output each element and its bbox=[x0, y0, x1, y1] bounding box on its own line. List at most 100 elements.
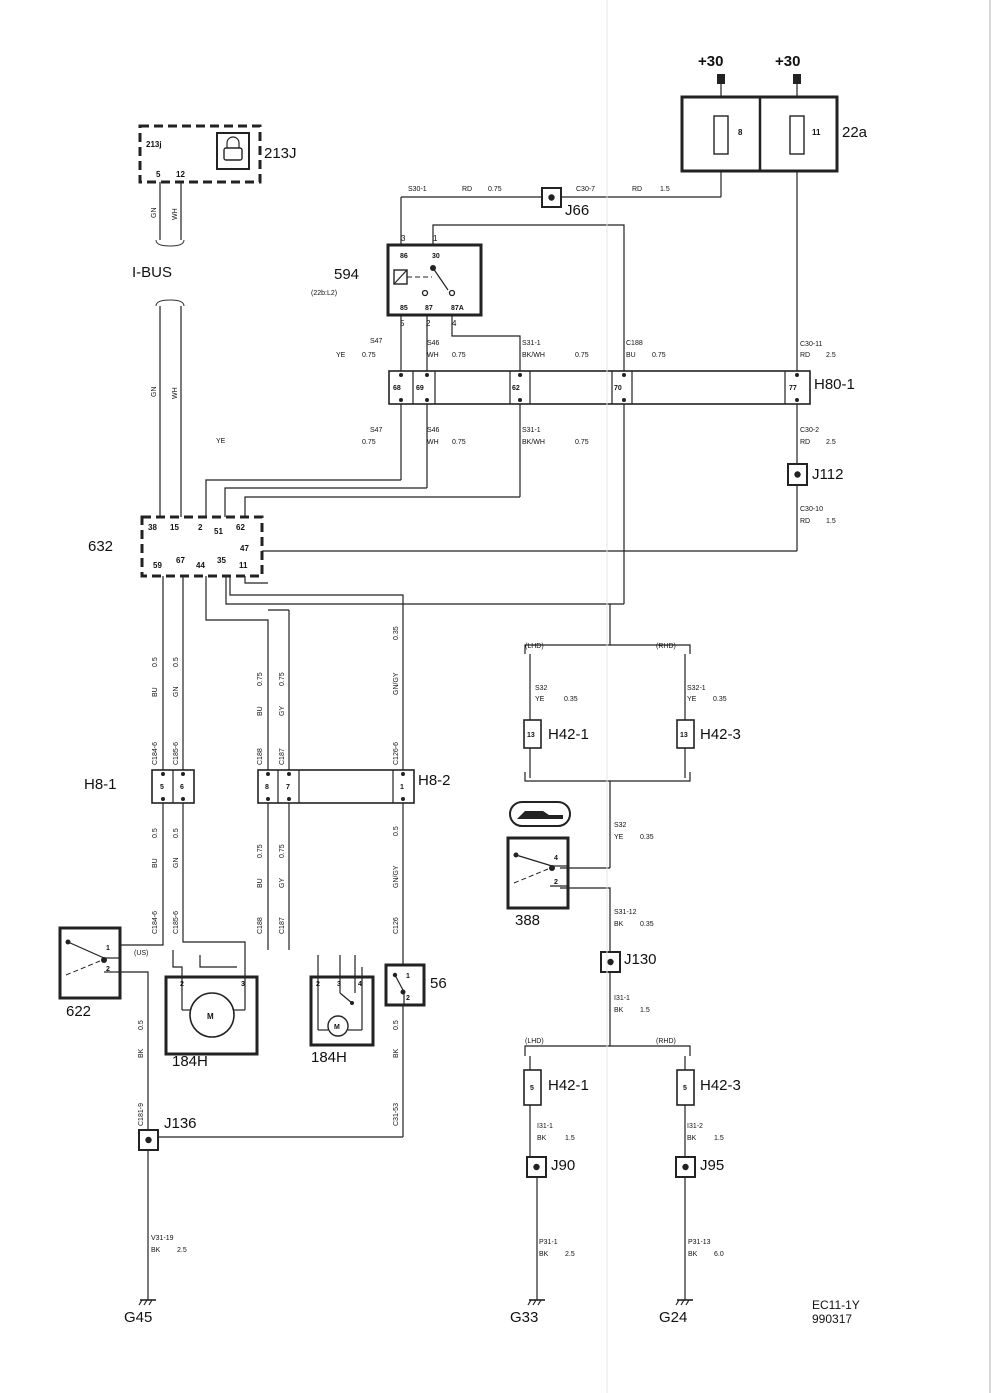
splice-j90: J90 P31-1 BK 2.5 bbox=[526, 1156, 575, 1258]
wire-id: I31-1 bbox=[537, 1123, 553, 1130]
wire-id: S47 bbox=[370, 427, 383, 434]
wire-id: S32 bbox=[614, 822, 627, 829]
wire-size: 0.5 bbox=[393, 1020, 400, 1030]
connector-h8-1-id: H8-1 bbox=[84, 776, 117, 793]
module-632-pin: 59 bbox=[153, 561, 162, 570]
ground-g24-id: G24 bbox=[659, 1309, 687, 1326]
switch-388-id: 388 bbox=[515, 912, 540, 929]
wire-color-wh: WH bbox=[172, 208, 179, 220]
splice-j66: J66 S30-1 RD 0.75 C30-7 RD 1.5 bbox=[408, 186, 670, 219]
wire-color: RD bbox=[800, 439, 810, 446]
h42-3-top: S32-1 YE 0.35 13 H42-3 bbox=[676, 685, 741, 749]
relay-terminal-87: 87 bbox=[425, 305, 433, 312]
wire-size: 0.35 bbox=[713, 696, 727, 703]
module-632-pin: 38 bbox=[148, 523, 157, 532]
splice-j95: J95 P31-13 BK 6.0 bbox=[675, 1156, 724, 1258]
wire-labels-bottom-left: 0.5 BK C181-9 0.5 BK C31-53 V31-19 BK 2.… bbox=[138, 1020, 400, 1254]
wire-id: I31-2 bbox=[687, 1123, 703, 1130]
connector-h8-2-id: H8-2 bbox=[418, 772, 451, 789]
wire-color: WH bbox=[427, 352, 439, 359]
wire-labels-top: S47 YE 0.75 S46 WH 0.75 S31-1 BK/WH 0.75… bbox=[336, 338, 836, 359]
module-213j: 213j 213J 5 12 GN WH bbox=[138, 124, 297, 220]
wire-id: C30-7 bbox=[576, 186, 595, 193]
wire-size: 1.5 bbox=[640, 1007, 650, 1014]
wire-color: GN/GY bbox=[393, 672, 400, 695]
h42-3-id: H42-3 bbox=[700, 726, 741, 743]
wire-color: GN bbox=[173, 687, 180, 698]
wire-size: 0.75 bbox=[488, 186, 502, 193]
switch-622: 1 2 (US) 622 bbox=[58, 926, 149, 1020]
wire-labels-632-down: BU 0.5 C184-6 GN 0.5 C185-6 BU 0.75 C188… bbox=[152, 626, 400, 765]
wire-color: GY bbox=[279, 706, 286, 716]
wire-id: C30-10 bbox=[800, 506, 823, 513]
wire-size: 0.75 bbox=[362, 439, 376, 446]
relay-pin-5: 5 bbox=[400, 319, 405, 328]
wire-size: 0.75 bbox=[279, 844, 286, 858]
splice-j130: J130 bbox=[600, 951, 657, 973]
module-632: 38 15 2 51 62 47 59 67 44 35 11 632 bbox=[88, 515, 264, 578]
motor-b-pin-2: 2 bbox=[316, 981, 320, 988]
wire-id: C187 bbox=[279, 917, 286, 934]
wire-color: BU bbox=[152, 687, 159, 697]
wire-color: BU bbox=[257, 878, 264, 888]
wire-labels-mid: S47 0.75 S46 WH 0.75 S31-1 BK/WH 0.75 C3… bbox=[216, 427, 836, 525]
wire-id: C185-6 bbox=[173, 911, 180, 934]
module-213j-id: 213J bbox=[264, 145, 297, 162]
wire-size: 0.35 bbox=[640, 921, 654, 928]
wire-size: 1.5 bbox=[826, 518, 836, 525]
wire-id: S46 bbox=[427, 340, 440, 347]
h80-pin: 69 bbox=[416, 385, 424, 392]
relay-terminal-85: 85 bbox=[400, 305, 408, 312]
switch-388: 4 2 388 bbox=[506, 801, 571, 929]
switch-56-id: 56 bbox=[430, 975, 447, 992]
wire-size: 0.75 bbox=[652, 352, 666, 359]
footer: EC11-1Y 990317 bbox=[812, 1298, 860, 1326]
wire-labels-i31: I31-1 BK 1.5 bbox=[614, 995, 650, 1014]
splice-j112-id: J112 bbox=[812, 466, 843, 483]
relay-594-id: 594 bbox=[334, 266, 359, 283]
module-213j-pin-a: 5 bbox=[156, 170, 161, 179]
wire-id: S47 bbox=[370, 338, 383, 345]
wire-size: 0.35 bbox=[393, 626, 400, 640]
fuse-icon bbox=[789, 115, 805, 155]
ground-g24: G24 bbox=[659, 1299, 693, 1326]
wire-size: 1.5 bbox=[660, 186, 670, 193]
wire-size: 0.5 bbox=[173, 828, 180, 838]
wire-labels-h8-down: BU 0.5 C184-6 GN 0.5 C185-6 BU 0.75 C188… bbox=[152, 826, 400, 934]
h8-2-pin: 7 bbox=[286, 784, 290, 791]
switch-622-id: 622 bbox=[66, 1003, 91, 1020]
splice-j136-id: J136 bbox=[164, 1115, 197, 1132]
wire-color: BK bbox=[687, 1135, 697, 1142]
plus30-label-a: +30 bbox=[698, 53, 723, 70]
motor-184h-a: M 2 3 184H bbox=[164, 950, 259, 1070]
h8-1-pin: 6 bbox=[180, 784, 184, 791]
drive-split-bottom: (LHD) (RHD) bbox=[525, 1038, 676, 1045]
h8-2-pin: 1 bbox=[400, 784, 404, 791]
switch-56-pin-1: 1 bbox=[406, 973, 410, 980]
wire-id: S30-1 bbox=[408, 186, 427, 193]
h80-pin: 68 bbox=[393, 385, 401, 392]
relay-terminal-30: 30 bbox=[432, 253, 440, 260]
h42-3-id: H42-3 bbox=[700, 1077, 741, 1094]
wire-color: BK/WH bbox=[522, 352, 545, 359]
wire-id: C31-53 bbox=[393, 1103, 400, 1126]
wire-color: BU bbox=[257, 706, 264, 716]
wire-color: BK/WH bbox=[522, 439, 545, 446]
ground-g33-id: G33 bbox=[510, 1309, 538, 1326]
wire-size: 1.5 bbox=[714, 1135, 724, 1142]
wire-size: 0.75 bbox=[575, 352, 589, 359]
wire-size: 0.35 bbox=[640, 834, 654, 841]
relay-pin-1: 1 bbox=[433, 234, 438, 243]
ground-g33: G33 bbox=[510, 1299, 545, 1326]
wire-color: YE bbox=[535, 696, 545, 703]
fuse-a-number: 8 bbox=[738, 128, 743, 137]
module-632-pin: 51 bbox=[214, 527, 223, 536]
h80-pin: 70 bbox=[614, 385, 622, 392]
wire-size: 0.5 bbox=[152, 657, 159, 667]
car-trunk-icon bbox=[509, 801, 571, 827]
motor-symbol: M bbox=[207, 1012, 214, 1021]
rhd-label: (RHD) bbox=[656, 1038, 676, 1045]
motor-184h-b: M 2 3 4 184H bbox=[309, 955, 375, 1066]
ground-icon bbox=[527, 1299, 545, 1306]
